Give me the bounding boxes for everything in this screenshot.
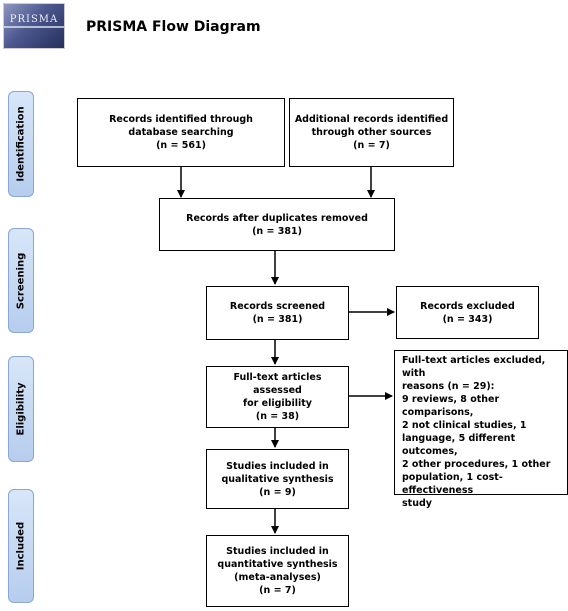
stage-included: Included — [8, 489, 34, 603]
box-fulltext-excluded: Full-text articles excluded, with reason… — [394, 350, 568, 509]
qualitative-count: (n = 9) — [259, 486, 296, 498]
fulltext-excluded-line: study — [402, 498, 432, 509]
excluded-line1: Records excluded — [420, 300, 515, 312]
other-sources-line2: through other sources — [311, 127, 432, 138]
fulltext-line2: for eligibility — [243, 398, 312, 409]
quantitative-count: (n = 7) — [259, 585, 296, 596]
other-sources-count: (n = 7) — [353, 140, 390, 151]
fulltext-excluded-line: population, 1 cost-effectiveness — [402, 472, 503, 496]
fulltext-excluded-line: 2 not clinical studies, 1 — [402, 420, 527, 431]
stage-screening: Screening — [8, 228, 34, 333]
stage-eligibility: Eligibility — [8, 356, 34, 462]
box-records-screened: Records screened (n = 381) — [206, 286, 349, 340]
quantitative-line1: Studies included in — [226, 546, 329, 557]
fulltext-count: (n = 38) — [255, 411, 300, 422]
db-search-line1: Records identified through — [109, 114, 253, 125]
box-database-search: Records identified through database sear… — [77, 98, 285, 167]
box-qualitative-synthesis: Studies included in qualitative synthesi… — [206, 449, 349, 509]
fulltext-excluded-line: 2 other procedures, 1 other — [402, 459, 551, 470]
qualitative-line1: Studies included in — [226, 460, 329, 472]
fulltext-line1: Full-text articles assessed — [233, 372, 322, 396]
logo-text: PRISMA — [9, 14, 59, 25]
screened-count: (n = 381) — [252, 314, 303, 325]
fulltext-excluded-line: Full-text articles excluded, with — [402, 355, 546, 379]
db-search-line2: database searching — [128, 127, 234, 138]
quantitative-line3: (meta-analyses) — [234, 572, 321, 583]
box-other-sources: Additional records identified through ot… — [289, 98, 454, 167]
fulltext-excluded-line: 9 reviews, 8 other comparisons, — [402, 394, 500, 418]
quantitative-line2: quantitative synthesis — [217, 559, 338, 570]
stage-identification: Identification — [8, 91, 34, 197]
fulltext-excluded-line: reasons (n = 29): — [402, 381, 495, 392]
prisma-logo: PRISMA — [3, 3, 65, 49]
excluded-count: (n = 343) — [442, 313, 493, 325]
qualitative-line2: qualitative synthesis — [221, 473, 334, 485]
logo-band — [4, 26, 64, 28]
box-records-excluded: Records excluded (n = 343) — [396, 286, 539, 339]
db-search-count: (n = 561) — [156, 140, 206, 151]
after-dupes-line1: Records after duplicates removed — [186, 212, 368, 224]
fulltext-excluded-line: language, 5 different outcomes, — [402, 433, 516, 457]
page-title: PRISMA Flow Diagram — [86, 19, 261, 35]
box-quantitative-synthesis: Studies included in quantitative synthes… — [206, 535, 349, 607]
screened-line1: Records screened — [229, 301, 326, 312]
box-after-duplicates: Records after duplicates removed (n = 38… — [159, 198, 395, 251]
other-sources-line1: Additional records identified — [294, 114, 449, 125]
after-dupes-count: (n = 381) — [252, 225, 302, 237]
box-fulltext-assessed: Full-text articles assessed for eligibil… — [206, 366, 349, 428]
